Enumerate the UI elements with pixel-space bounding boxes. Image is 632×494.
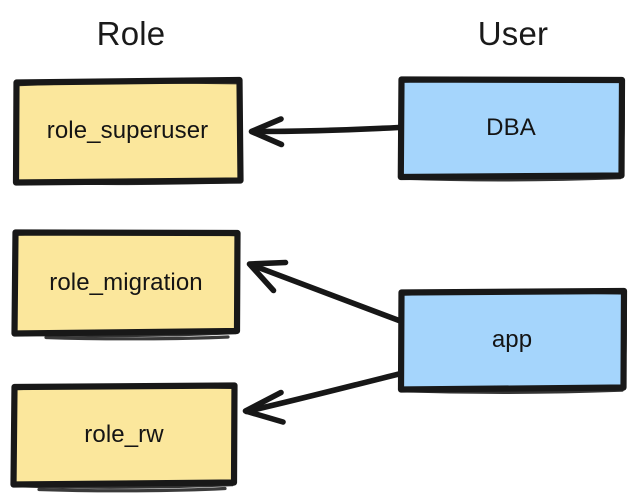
node-label: role_superuser [46,117,209,144]
node-role-superuser[interactable]: role_superuser [12,76,244,186]
node-user-dba[interactable]: DBA [397,76,626,182]
arrow-app-to-role-rw [242,371,402,425]
node-label: app [491,326,533,353]
node-label: role_migration [49,268,203,296]
node-user-app[interactable]: app [397,287,628,394]
node-label: role_rw [84,421,164,448]
arrow-app-to-role-migration [246,259,402,324]
node-role-rw[interactable]: role_rw [10,382,238,493]
node-label: DBA [486,113,536,141]
arrow-dba-to-role-superuser [248,116,402,148]
role-column-title: Role [96,15,166,52]
user-column-title: User [477,15,549,52]
node-role-migration[interactable]: role_migration [11,229,241,341]
